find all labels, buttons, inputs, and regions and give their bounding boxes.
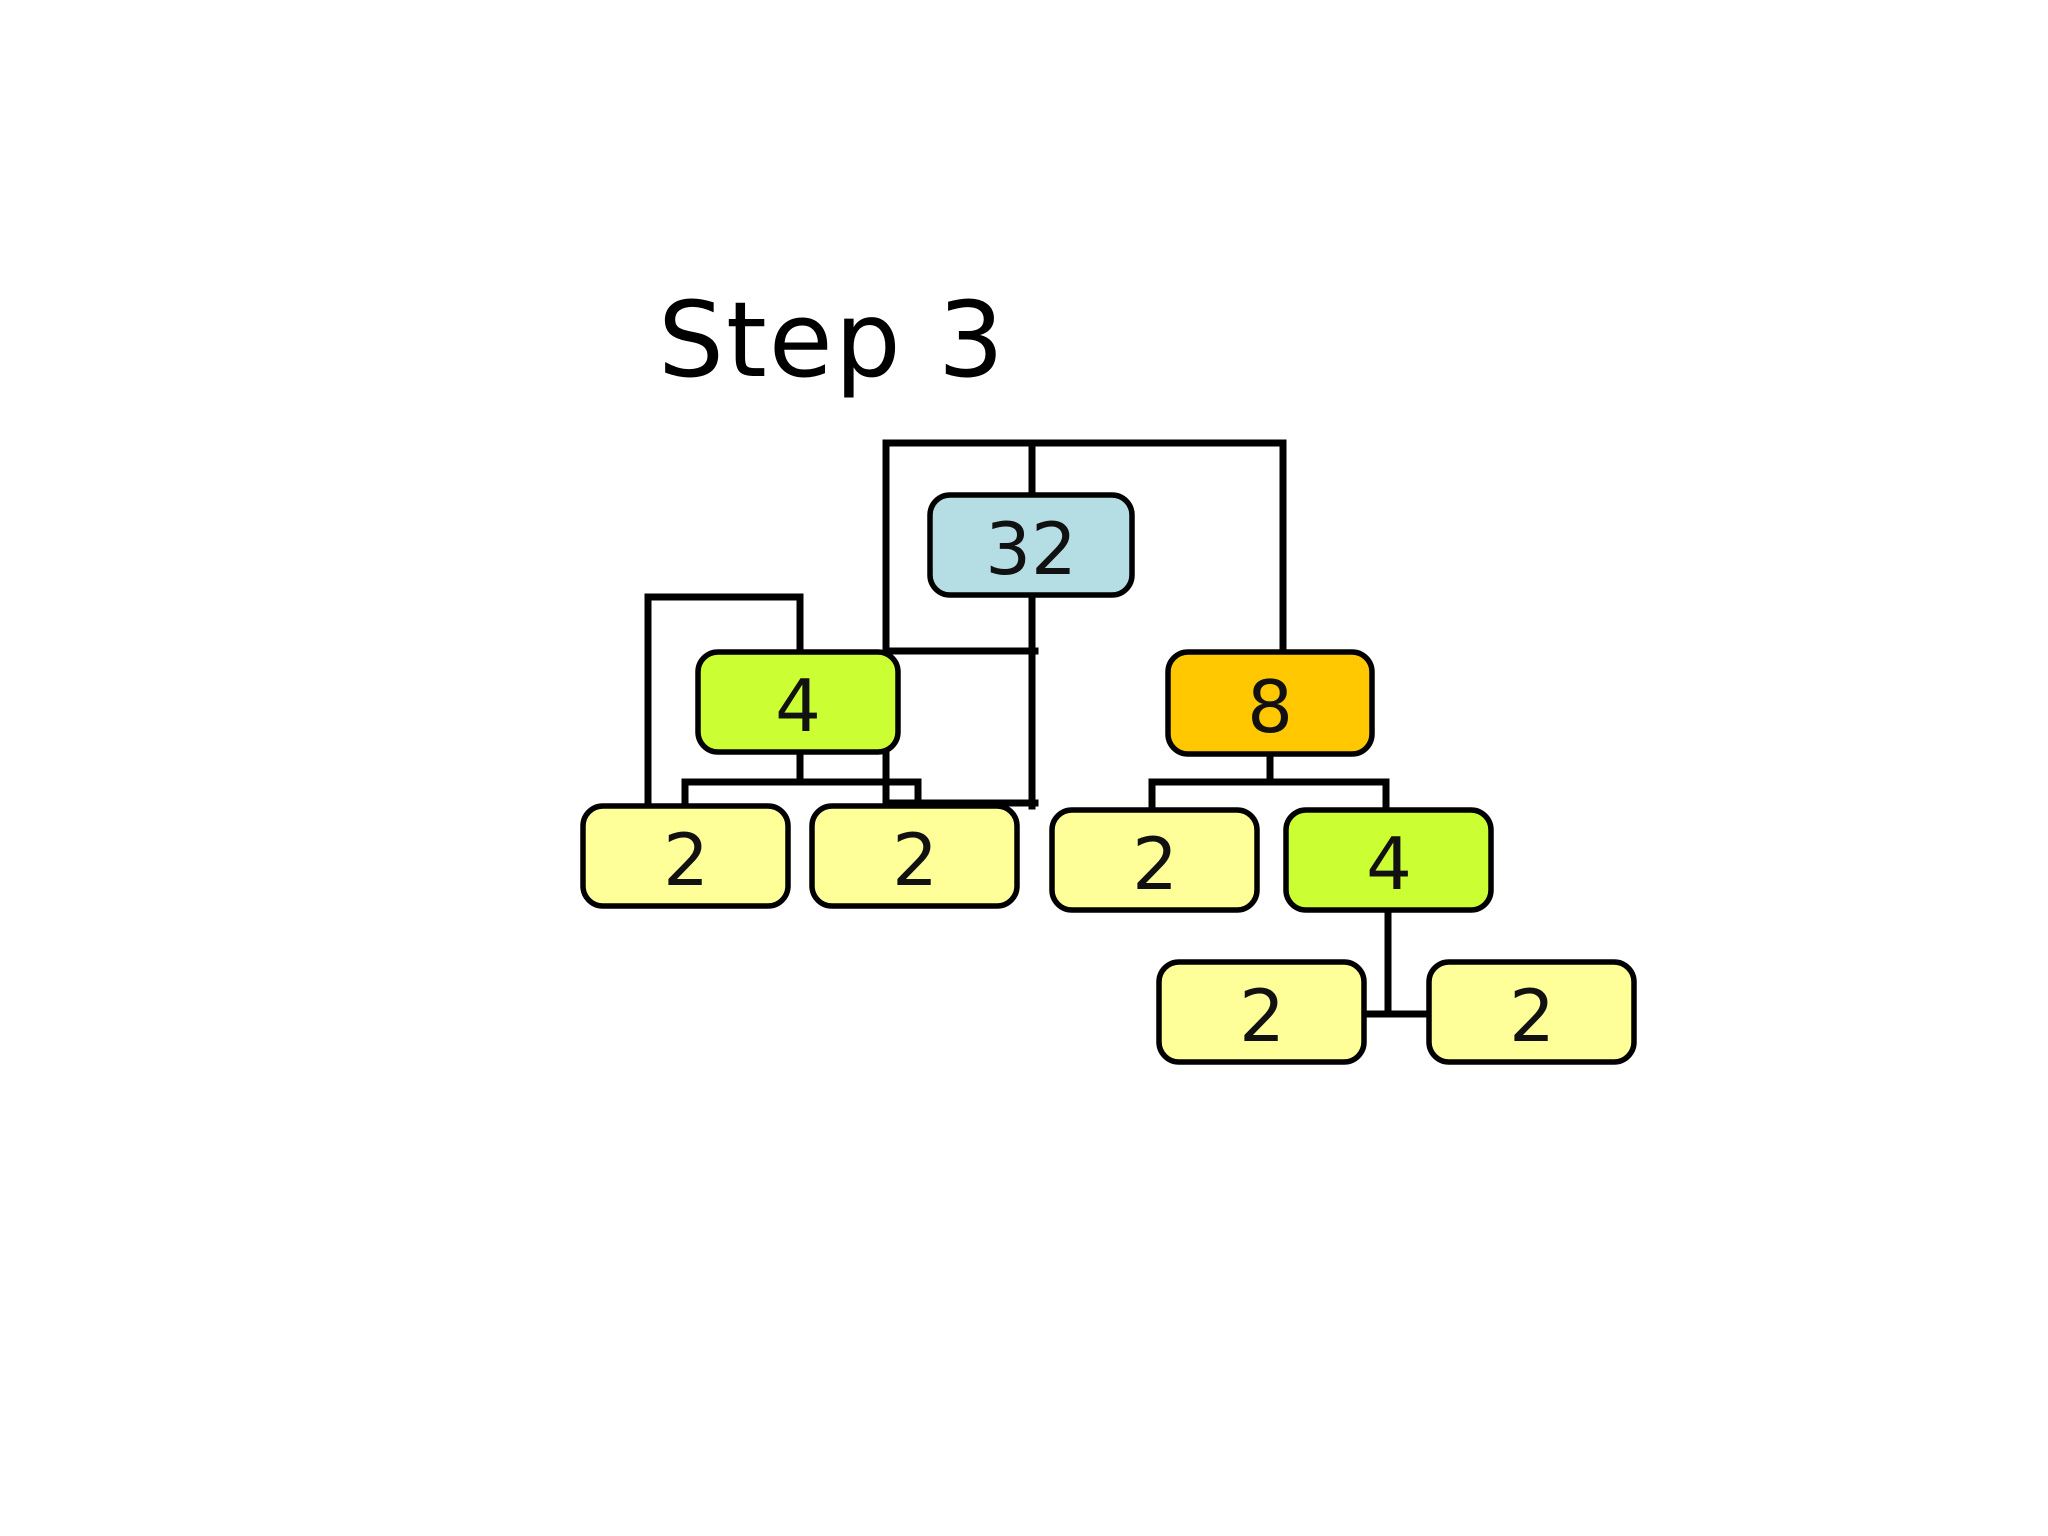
node-right-8[interactable]: 8 (1165, 649, 1375, 757)
node-left-4-label: 4 (775, 664, 821, 748)
node-lower-4-box (1283, 807, 1494, 913)
node-leaf-2-a[interactable]: 2 (580, 803, 791, 909)
node-lower-4[interactable]: 4 (1283, 807, 1494, 913)
node-root-32[interactable]: 32 (927, 492, 1135, 598)
node-leaf-2-b-box (809, 803, 1020, 909)
node-leaf-2-c[interactable]: 2 (1049, 807, 1260, 913)
node-leaf-2-e-label: 2 (1509, 974, 1555, 1058)
node-leaf-2-c-label: 2 (1132, 822, 1178, 906)
node-lower-4-label: 4 (1366, 822, 1412, 906)
node-left-4-box (695, 649, 901, 755)
node-leaf-2-a-box (580, 803, 791, 909)
node-leaf-2-a-label: 2 (663, 818, 709, 902)
node-right-8-label: 8 (1247, 665, 1293, 749)
node-leaf-2-d-box (1156, 959, 1367, 1065)
node-right-8-box (1165, 649, 1375, 757)
node-leaf-2-e[interactable]: 2 (1426, 959, 1637, 1065)
node-root-32-box (927, 492, 1135, 598)
node-leaf-2-c-box (1049, 807, 1260, 913)
node-leaf-2-e-box (1426, 959, 1637, 1065)
node-leaf-2-b-label: 2 (892, 818, 938, 902)
node-leaf-2-b[interactable]: 2 (809, 803, 1020, 909)
node-layer: 32 4 8 2 2 (580, 492, 1637, 1065)
node-leaf-2-d-label: 2 (1239, 974, 1285, 1058)
page-title: Step 3 (657, 279, 1007, 401)
node-leaf-2-d[interactable]: 2 (1156, 959, 1367, 1065)
node-left-4[interactable]: 4 (695, 649, 901, 755)
node-root-32-label: 32 (985, 507, 1077, 591)
